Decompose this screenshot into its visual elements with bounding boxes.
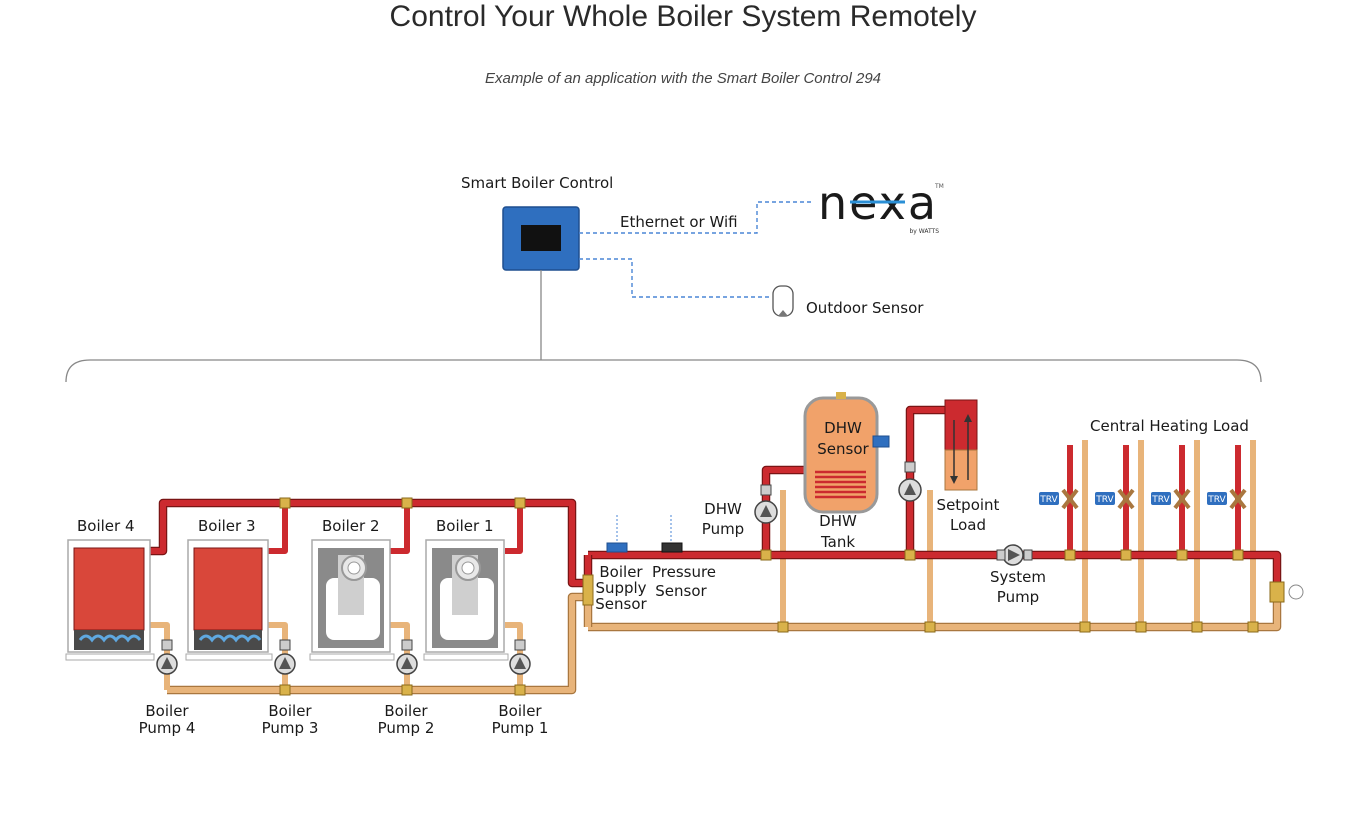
dhw-pump-label-line2: Pump: [702, 520, 744, 538]
boiler-3[interactable]: [185, 539, 273, 661]
system-pump-label-line1: System: [990, 568, 1046, 586]
dhw-pump[interactable]: [754, 484, 778, 524]
trv-valve-1[interactable]: TRV: [1039, 488, 1079, 510]
system-pump-label-line2: Pump: [997, 588, 1039, 606]
dhw-pump-label-line1: DHW: [704, 500, 742, 518]
trv-valve-4[interactable]: TRV: [1207, 488, 1247, 510]
boiler-1-label: Boiler 1: [436, 517, 494, 535]
boiler-pump-3-label-line2: Pump 3: [262, 719, 319, 737]
trv-valve-3[interactable]: TRV: [1151, 488, 1191, 510]
nexa-trademark: TM: [934, 183, 944, 190]
boiler-pump-2[interactable]: [396, 639, 418, 675]
outdoor-sensor-icon: [772, 285, 794, 317]
trv-3-label: TRV: [1151, 495, 1170, 505]
bypass-valve[interactable]: [1269, 581, 1304, 603]
dhw-tank-label-line2: Tank: [820, 533, 855, 551]
boiler-pump-1[interactable]: [509, 639, 531, 675]
trv-2-label: TRV: [1095, 495, 1114, 505]
boiler-pump-3-label-line1: Boiler: [268, 702, 312, 720]
connection-label: Ethernet or Wifi: [620, 213, 738, 231]
nexa-logo-sub: by WATTS: [909, 228, 939, 235]
pipe-fittings: [279, 497, 1259, 696]
boiler-2[interactable]: [309, 539, 395, 661]
system-pump[interactable]: [996, 544, 1033, 566]
page-title: Control Your Whole Boiler System Remotel…: [389, 0, 977, 33]
setpoint-heat-exchanger[interactable]: [944, 399, 978, 491]
boiler-2-label: Boiler 2: [322, 517, 380, 535]
boiler-pump-2-label-line1: Boiler: [384, 702, 428, 720]
outdoor-sensor-label: Outdoor Sensor: [806, 299, 924, 317]
boiler-pump-1-label-line2: Pump 1: [492, 719, 549, 737]
dhw-sensor-label-line1: DHW: [824, 419, 862, 437]
boiler-pump-3[interactable]: [274, 639, 296, 675]
pressure-sensor[interactable]: [661, 515, 683, 553]
dhw-sensor[interactable]: [872, 435, 890, 448]
boiler-4[interactable]: [65, 539, 155, 661]
boiler-pump-4[interactable]: [156, 639, 178, 675]
setpoint-label-line2: Load: [950, 516, 986, 534]
pressure-sensor-label-line2: Sensor: [655, 582, 707, 600]
central-heating-label: Central Heating Load: [1090, 417, 1249, 435]
dhw-sensor-label-line2: Sensor: [817, 440, 869, 458]
boiler-pump-4-label-line2: Pump 4: [139, 719, 196, 737]
pressure-sensor-label-line1: Pressure: [652, 563, 716, 581]
setpoint-label-line1: Setpoint: [937, 496, 1000, 514]
boiler-supply-sensor[interactable]: [606, 515, 628, 553]
boiler-pump-1-label-line1: Boiler: [498, 702, 542, 720]
boiler-1[interactable]: [423, 539, 509, 661]
trv-1-label: TRV: [1039, 495, 1058, 505]
outdoor-sensor-link: [579, 258, 772, 298]
setpoint-pump[interactable]: [898, 461, 922, 502]
page-subtitle: Example of an application with the Smart…: [484, 70, 882, 87]
trv-valve-2[interactable]: TRV: [1095, 488, 1135, 510]
controller-label: Smart Boiler Control: [461, 174, 613, 192]
boiler-4-label: Boiler 4: [77, 517, 135, 535]
supply-pipe: [150, 405, 1282, 588]
boiler-pump-4-label-line1: Boiler: [145, 702, 189, 720]
nexa-logo: nexa TM by WATTS: [818, 176, 944, 235]
dhw-tank-label-line1: DHW: [819, 512, 857, 530]
supply-sensor-label-line3: Sensor: [595, 595, 647, 613]
trv-4-label: TRV: [1207, 495, 1226, 505]
boiler-3-label: Boiler 3: [198, 517, 256, 535]
boiler-pump-2-label-line2: Pump 2: [378, 719, 435, 737]
dhw-tank[interactable]: [803, 392, 879, 514]
smart-boiler-control-unit[interactable]: [502, 206, 580, 271]
supply-sensor-label-line2: Supply: [595, 579, 646, 597]
supply-sensor-label-line1: Boiler: [599, 563, 643, 581]
system-brace: [65, 359, 1262, 383]
